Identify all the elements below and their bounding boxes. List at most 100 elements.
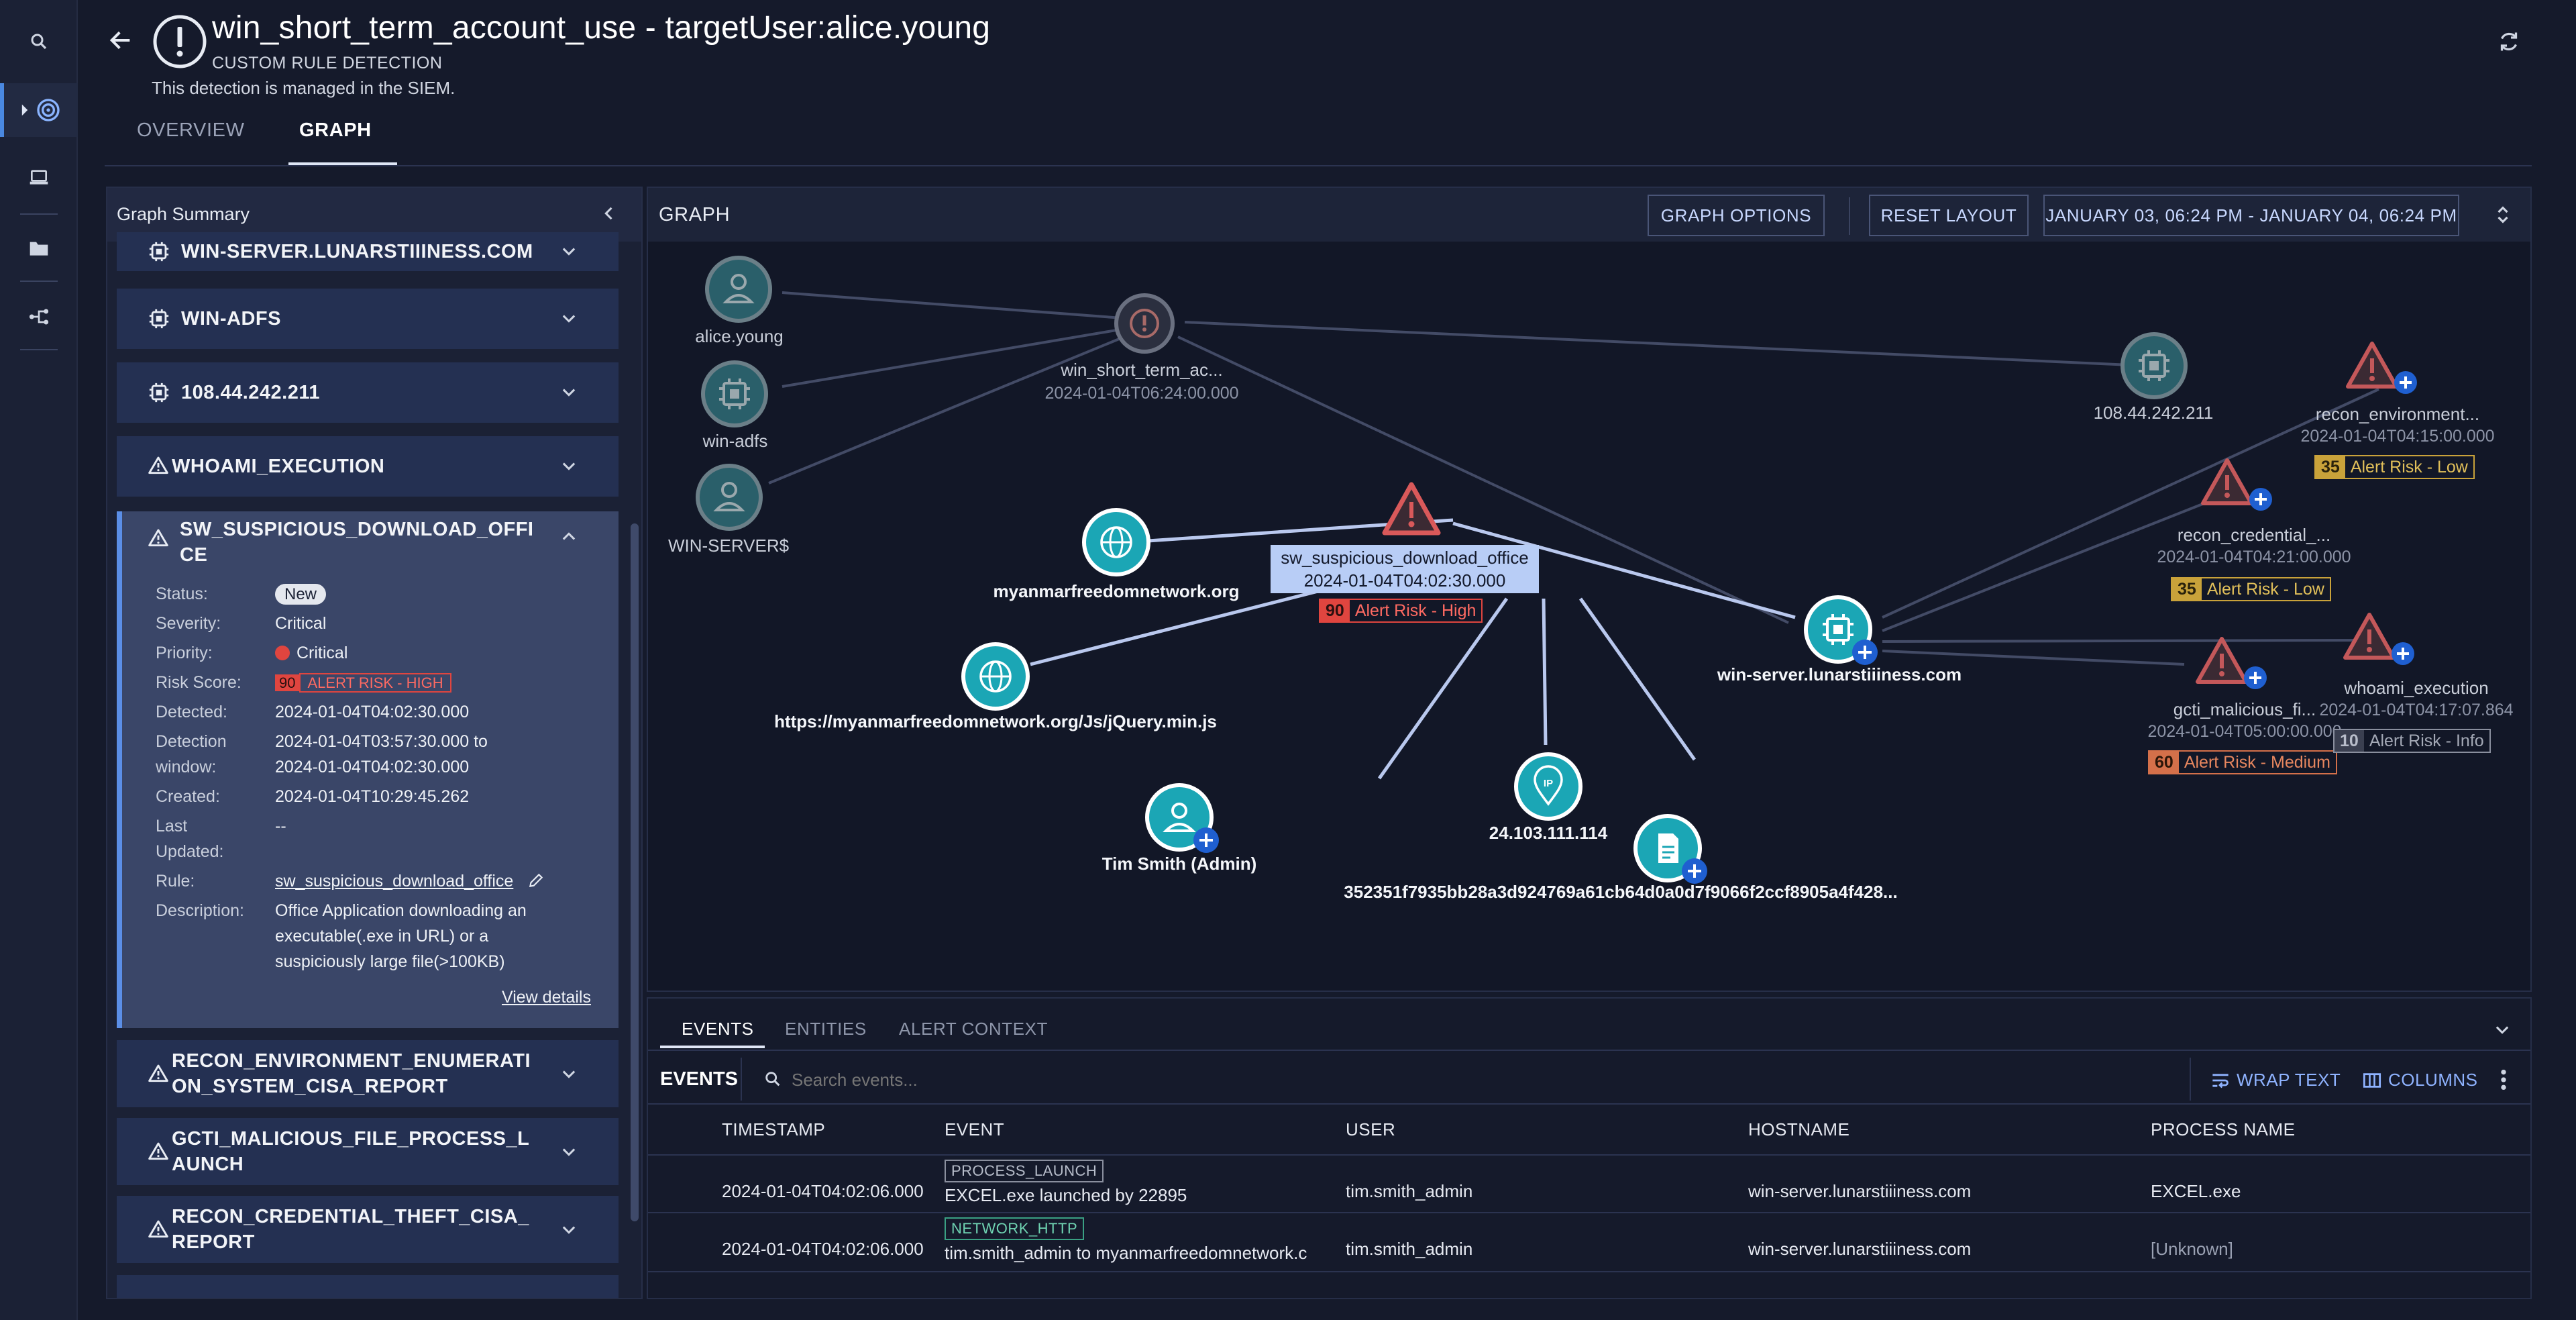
alert-node-recon-credential[interactable] [2200,456,2274,523]
rail-cases-button[interactable] [0,221,78,275]
column-header-event[interactable]: EVENT [945,1119,1005,1139]
risk-badge-recon-credential: 35 Alert Risk - Low [2171,577,2331,601]
more-options-button[interactable] [2500,1068,2508,1091]
tab-overview[interactable]: OVERVIEW [137,119,245,141]
collapse-card-button[interactable] [559,527,578,546]
summary-card-label-line2: ON_SYSTEM_CISA_REPORT [172,1076,448,1097]
node-label-domain: myanmarfreedomnetwork.org [993,581,1240,601]
edge-line [1882,639,2373,643]
description-line-1: Office Application downloading an [275,901,527,920]
rail-search-button[interactable] [0,15,78,68]
expanded-card-title-line2[interactable]: CE [180,544,208,566]
pencil-icon[interactable] [527,872,545,889]
laptop-icon [30,170,48,185]
summary-card-label-line1: GCTI_MALICIOUS_FILE_PROCESS_L [172,1128,530,1150]
summary-card-ip-108[interactable]: 108.44.242.211 [117,362,619,423]
wrap-text-button[interactable]: WRAP TEXT [2211,1070,2341,1090]
url-node[interactable] [961,642,1030,711]
cell-process-name: [Unknown] [2151,1239,2233,1259]
tabs-divider [105,165,2532,166]
refresh-button[interactable] [2497,30,2521,54]
chevron-down-icon [562,462,576,470]
alert-node-sw-suspicious-download[interactable] [1379,480,1444,541]
search-events-input[interactable] [792,1062,1462,1098]
reset-layout-button[interactable]: RESET LAYOUT [1869,195,2029,236]
selected-node-label-box: sw_suspicious_download_office 2024-01-04… [1271,545,1539,593]
column-header-user[interactable]: USER [1346,1119,1396,1139]
column-header-timestamp[interactable]: TIMESTAMP [722,1119,826,1139]
created-value: 2024-01-04T10:29:45.262 [275,787,470,806]
tab-graph[interactable]: GRAPH [299,119,372,141]
rail-detections-button[interactable] [0,83,78,137]
status-value: New [275,584,327,605]
column-header-process-name[interactable]: PROCESS NAME [2151,1119,2296,1139]
chip-icon [149,242,169,262]
host-node-win-server[interactable] [1803,595,1897,675]
chip-icon [1823,614,1854,645]
summary-card-gcti-malicious[interactable]: GCTI_MALICIOUS_FILE_PROCESS_L AUNCH [117,1118,619,1185]
summary-card-recon-credential[interactable]: RECON_CREDENTIAL_THEFT_CISA_ REPORT [117,1196,619,1263]
back-button[interactable] [107,27,134,54]
graph-options-button[interactable]: GRAPH OPTIONS [1648,195,1825,236]
domain-node[interactable] [1081,507,1151,577]
table-row[interactable]: 2024-01-04T04:02:06.000 NETWORK_HTTP tim… [648,1213,2530,1271]
risk-number: 60 [2149,752,2179,773]
alert-triangle-icon [148,456,168,474]
collapse-summary-button[interactable] [600,204,619,223]
user-node-alice[interactable] [704,255,773,323]
node-label-tim-smith: Tim Smith (Admin) [1102,854,1257,874]
file-icon [1658,833,1678,863]
header-divider [1849,197,1850,235]
priority-value: Critical [297,644,348,662]
toolbar-divider [2190,1058,2191,1101]
risk-score-number: 90 [275,674,300,691]
rule-link[interactable]: sw_suspicious_download_office [275,872,514,891]
tab-alert-context[interactable]: ALERT CONTEXT [899,1019,1049,1039]
summary-card-whoami[interactable]: WHOAMI_EXECUTION [117,436,619,497]
user-node-win-server-s[interactable] [695,463,763,531]
tab-events[interactable]: EVENTS [682,1019,754,1039]
expand-toggle-button[interactable] [2494,204,2512,225]
graph-title: GRAPH [659,204,731,225]
row-border [648,1212,2530,1213]
host-node-ip-108[interactable] [2120,332,2188,400]
column-header-hostname[interactable]: HOSTNAME [1748,1119,1850,1139]
description-line-3: suspiciously large file(>100KB) [275,952,505,971]
summary-card-label-line1: RECON_CREDENTIAL_THEFT_CISA_ [172,1206,529,1227]
collapse-events-button[interactable] [2493,1020,2512,1039]
events-divider [648,1050,2530,1051]
alert-node-whoami[interactable] [2343,611,2416,678]
summary-card-recon-environment[interactable]: RECON_ENVIRONMENT_ENUMERATI ON_SYSTEM_CI… [117,1040,619,1107]
host-node-win-adfs[interactable] [700,360,769,428]
alert-node-recon-environment[interactable] [2345,340,2419,407]
chevron-down-icon [562,1226,576,1234]
summary-card-sw-suspicious-download: SW_SUSPICIOUS_DOWNLOAD_OFFI CE Status: N… [117,511,619,1028]
detected-label: Detected: [156,703,228,721]
table-row[interactable]: 2024-01-04T04:02:06.000 PROCESS_LAUNCH E… [648,1156,2530,1212]
events-label-divider [741,1058,742,1101]
tab-entities[interactable]: ENTITIES [785,1019,867,1039]
edge-line [1882,502,2205,632]
summary-scrollbar[interactable] [631,523,639,1221]
file-node-hash[interactable] [1633,813,1727,894]
summary-card-partial[interactable] [117,1275,619,1298]
expanded-card-title-line1[interactable]: SW_SUSPICIOUS_DOWNLOAD_OFFI [180,519,534,540]
view-details-link[interactable]: View details [502,988,591,1007]
rail-assets-button[interactable] [0,150,78,204]
columns-button[interactable]: COLUMNS [2363,1070,2478,1090]
left-rail [0,0,78,1320]
alert-node-gcti[interactable] [2195,635,2269,702]
chip-icon [149,383,169,403]
page-subtitle: CUSTOM RULE DETECTION [212,54,443,72]
risk-text: Alert Risk - Info [2369,731,2484,750]
detection-node[interactable] [1114,293,1175,354]
rail-playbooks-button[interactable] [0,290,78,344]
workflow-icon [29,309,49,325]
globe-icon [1100,526,1132,558]
user-icon [721,482,737,498]
summary-card-win-adfs[interactable]: WIN-ADFS [117,289,619,349]
ip-node-24[interactable]: IP [1513,752,1583,821]
user-node-tim-smith[interactable] [1144,782,1238,863]
summary-card-win-server[interactable]: WIN-SERVER.LUNARSTIIINESS.COM [117,232,619,271]
date-range-button[interactable]: JANUARY 03, 06:24 PM - JANUARY 04, 06:24… [2043,195,2459,236]
